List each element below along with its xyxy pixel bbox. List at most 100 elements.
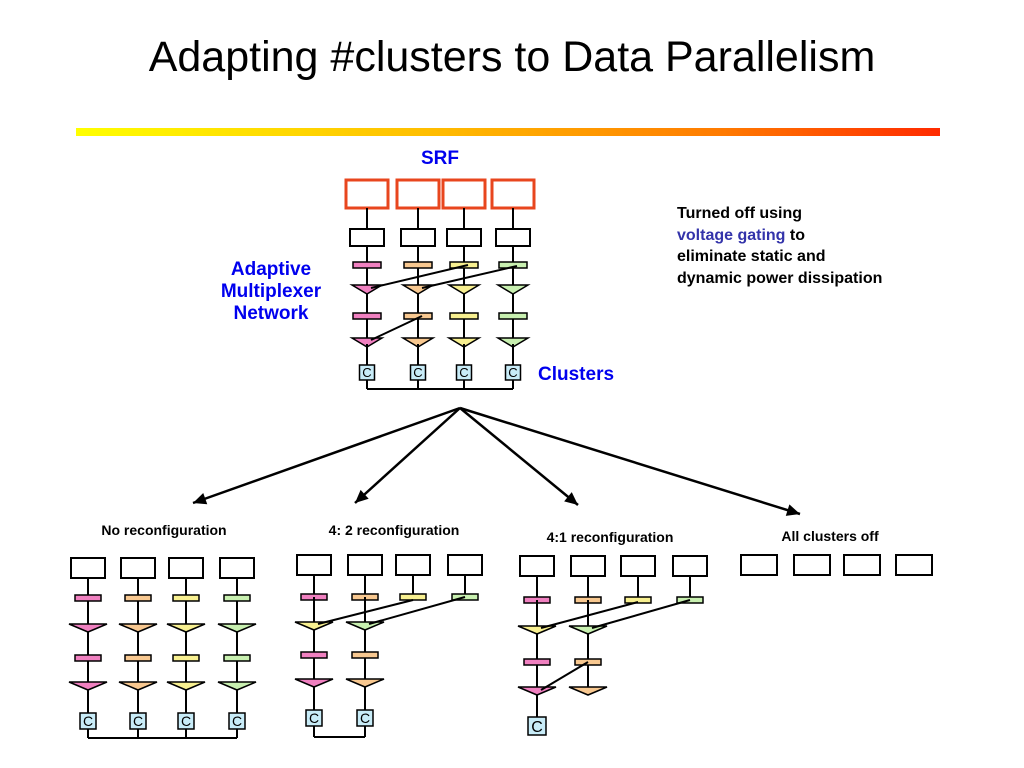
arrow-to-all-clusters-off xyxy=(459,406,801,516)
multiplexer xyxy=(446,337,482,348)
crossbar-wire xyxy=(540,601,639,629)
multiplexer xyxy=(68,681,108,691)
arrow-to-no-reconfiguration-head xyxy=(193,492,208,505)
crossbar-wire xyxy=(421,265,518,289)
multiplexer xyxy=(118,681,158,691)
multiplexer xyxy=(446,284,482,295)
stream-buffer-off xyxy=(740,554,778,576)
stream-buffer xyxy=(400,228,436,247)
caption-no-reconfiguration: No reconfiguration xyxy=(101,522,227,538)
cluster-glyph: C xyxy=(133,713,143,729)
multiplexer xyxy=(517,686,557,696)
multiplexer xyxy=(400,337,436,348)
lane-register xyxy=(523,658,551,666)
cluster-glyph: C xyxy=(362,365,371,380)
lane-register xyxy=(498,261,528,269)
multiplexer xyxy=(568,686,608,696)
lane-register xyxy=(498,312,528,320)
caption-all-clusters-off: All clusters off xyxy=(781,528,879,544)
title-gradient-rule xyxy=(76,128,940,136)
stream-buffer xyxy=(495,228,531,247)
crossbar-wire xyxy=(368,596,466,625)
multiplexer xyxy=(166,623,206,633)
stream-buffer xyxy=(347,554,383,576)
stream-buffer xyxy=(570,555,606,577)
srf-label: SRF xyxy=(421,148,459,169)
multiplexer xyxy=(294,678,334,688)
lane-register xyxy=(403,261,433,269)
multiplexer xyxy=(118,623,158,633)
srf-bank xyxy=(490,178,536,210)
lane-register xyxy=(449,312,479,320)
stream-buffer-off xyxy=(793,554,831,576)
arrow-to-4-2-reconfiguration-head xyxy=(355,489,369,503)
arrow-to-all-clusters-off-head xyxy=(785,504,800,516)
crossbar-wire xyxy=(370,315,423,341)
lane-register xyxy=(172,594,200,602)
lane-register xyxy=(172,654,200,662)
lane-register xyxy=(403,312,433,320)
stream-buffer xyxy=(219,557,255,579)
lane-register xyxy=(352,261,382,269)
crossbar-wire xyxy=(591,599,691,629)
lane-register xyxy=(352,312,382,320)
multiplexer xyxy=(217,681,257,691)
multiplexer xyxy=(68,623,108,633)
clusters-label: Clusters xyxy=(538,364,615,385)
lane-register xyxy=(223,654,251,662)
multiplexer-network-label: Adaptive Multiplexer Network xyxy=(220,259,322,324)
lane-register xyxy=(74,594,102,602)
multiplexer xyxy=(345,621,385,631)
cluster-glyph: C xyxy=(309,710,319,726)
stream-buffer xyxy=(168,557,204,579)
voltage-gating-highlight: voltage gating xyxy=(677,226,786,244)
cluster-box xyxy=(527,716,547,736)
arrow-to-4-1-reconfiguration xyxy=(459,407,579,506)
stream-buffer xyxy=(447,554,483,576)
multiplexer xyxy=(166,681,206,691)
lane-register xyxy=(223,594,251,602)
lane-register xyxy=(399,593,427,601)
cluster-glyph: C xyxy=(181,713,191,729)
cluster-glyph: C xyxy=(508,365,517,380)
multiplexer xyxy=(217,623,257,633)
stream-buffer xyxy=(120,557,156,579)
multiplexer xyxy=(345,678,385,688)
stream-buffer-off xyxy=(843,554,881,576)
cluster-glyph: C xyxy=(83,713,93,729)
srf-bank xyxy=(441,178,487,210)
stream-buffer xyxy=(446,228,482,247)
stream-buffer xyxy=(296,554,332,576)
multiplexer xyxy=(517,625,557,635)
srf-bank xyxy=(395,178,441,210)
cluster-glyph: C xyxy=(459,365,468,380)
slide-title: Adapting #clusters to Data Parallelism xyxy=(148,33,876,81)
arrow-to-4-2-reconfiguration xyxy=(354,407,461,504)
multiplexer xyxy=(495,284,531,295)
multiplexer xyxy=(294,621,334,631)
cluster-glyph: C xyxy=(413,365,422,380)
srf-bank xyxy=(344,178,390,210)
stream-buffer xyxy=(349,228,385,247)
crossbar-wire xyxy=(370,264,469,289)
stream-buffer xyxy=(519,555,555,577)
arrow-to-no-reconfiguration xyxy=(192,406,461,505)
multiplexer xyxy=(568,625,608,635)
lane-register xyxy=(124,594,152,602)
stream-buffer-off xyxy=(895,554,933,576)
lane-register xyxy=(74,654,102,662)
lane-register xyxy=(124,654,152,662)
cluster-glyph: C xyxy=(232,713,242,729)
voltage-gating-note: Turned off using voltage gating to elimi… xyxy=(677,205,883,287)
crossbar-wire xyxy=(540,661,589,691)
caption-4-2-reconfiguration: 4: 2 reconfiguration xyxy=(328,522,460,538)
arrow-to-4-1-reconfiguration-head xyxy=(564,492,578,505)
cluster-glyph: C xyxy=(360,710,370,726)
lane-register xyxy=(300,651,328,659)
stream-buffer xyxy=(620,555,656,577)
crossbar-wire xyxy=(317,599,414,625)
lane-register xyxy=(351,651,379,659)
stream-buffer xyxy=(70,557,106,579)
multiplexer xyxy=(349,337,385,348)
